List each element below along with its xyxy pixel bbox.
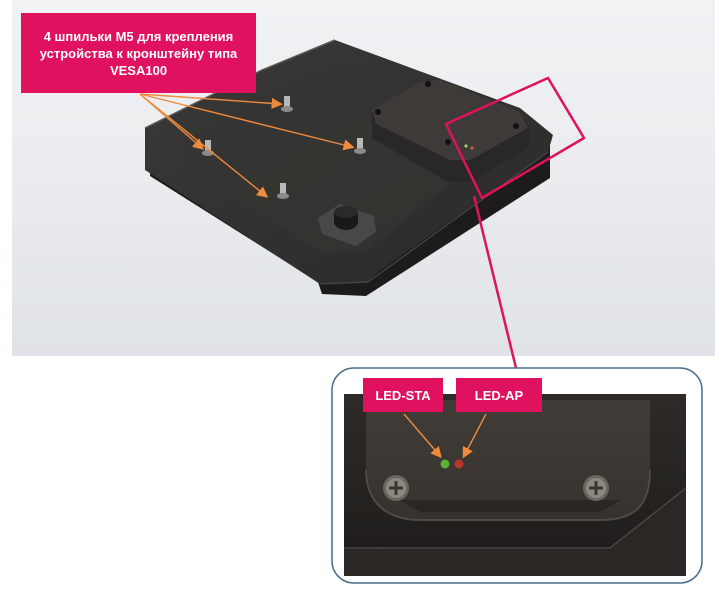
inset-screw-right bbox=[583, 475, 609, 501]
m5-studs bbox=[202, 96, 366, 199]
led-ap-label: LED-AP bbox=[474, 387, 524, 403]
led-ap-callout: LED-AP bbox=[456, 378, 542, 412]
inset-screw-left bbox=[383, 475, 409, 501]
stud-4 bbox=[277, 183, 289, 199]
led-sta-callout: LED-STA bbox=[363, 378, 443, 412]
led-sta-indicator bbox=[440, 459, 450, 469]
studs-callout-text: 4 шпильки М5 для крепления устройства к … bbox=[39, 28, 238, 78]
stud-1 bbox=[281, 96, 293, 112]
controller-module bbox=[372, 80, 530, 182]
led-sta-label: LED-STA bbox=[375, 387, 431, 403]
stud-3 bbox=[354, 138, 366, 154]
studs-callout: 4 шпильки М5 для крепления устройства к … bbox=[21, 13, 256, 93]
led-inset bbox=[331, 367, 703, 584]
stud-arrows bbox=[139, 93, 355, 198]
led-highlight bbox=[444, 76, 586, 369]
center-knob bbox=[318, 204, 376, 246]
led-ap-indicator bbox=[454, 459, 464, 469]
